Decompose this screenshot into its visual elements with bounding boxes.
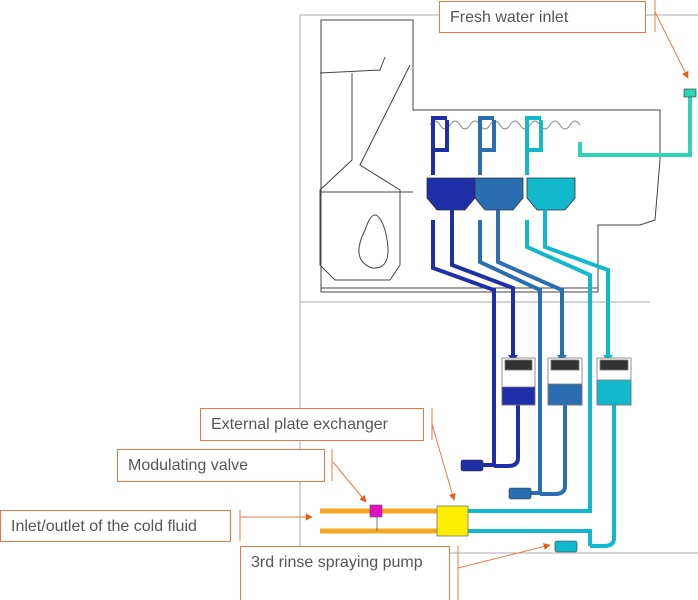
wash-tanks	[426, 177, 576, 211]
tank-rinse-2	[474, 177, 524, 211]
pump-rinse-2	[508, 487, 532, 500]
tank-rinse-3	[526, 177, 576, 211]
callout-rinse-pump: 3rd rinse spraying pump	[240, 546, 450, 600]
rinse-3-circuit	[468, 116, 616, 548]
plate-exchanger	[436, 505, 469, 537]
callout-leaders	[239, 0, 689, 600]
modulating-valve	[369, 504, 383, 518]
rinse-1-circuit	[431, 116, 520, 468]
machine-outline	[319, 19, 661, 293]
callout-modulating-valve: Modulating valve	[117, 449, 325, 482]
pump-rinse-1	[460, 459, 484, 472]
pumps	[460, 459, 578, 553]
fresh-water-line	[578, 88, 697, 157]
buffer-tanks	[501, 357, 632, 406]
tank-rinse-1	[426, 177, 476, 211]
callout-external-plate-exchanger: External plate exchanger	[200, 408, 424, 441]
rinse-2-circuit	[478, 116, 567, 496]
spray-coils	[429, 120, 581, 130]
pump-rinse-3	[554, 540, 578, 553]
callout-cold-fluid: Inlet/outlet of the cold fluid	[0, 510, 231, 542]
callout-fresh-water-inlet: Fresh water inlet	[439, 1, 646, 33]
